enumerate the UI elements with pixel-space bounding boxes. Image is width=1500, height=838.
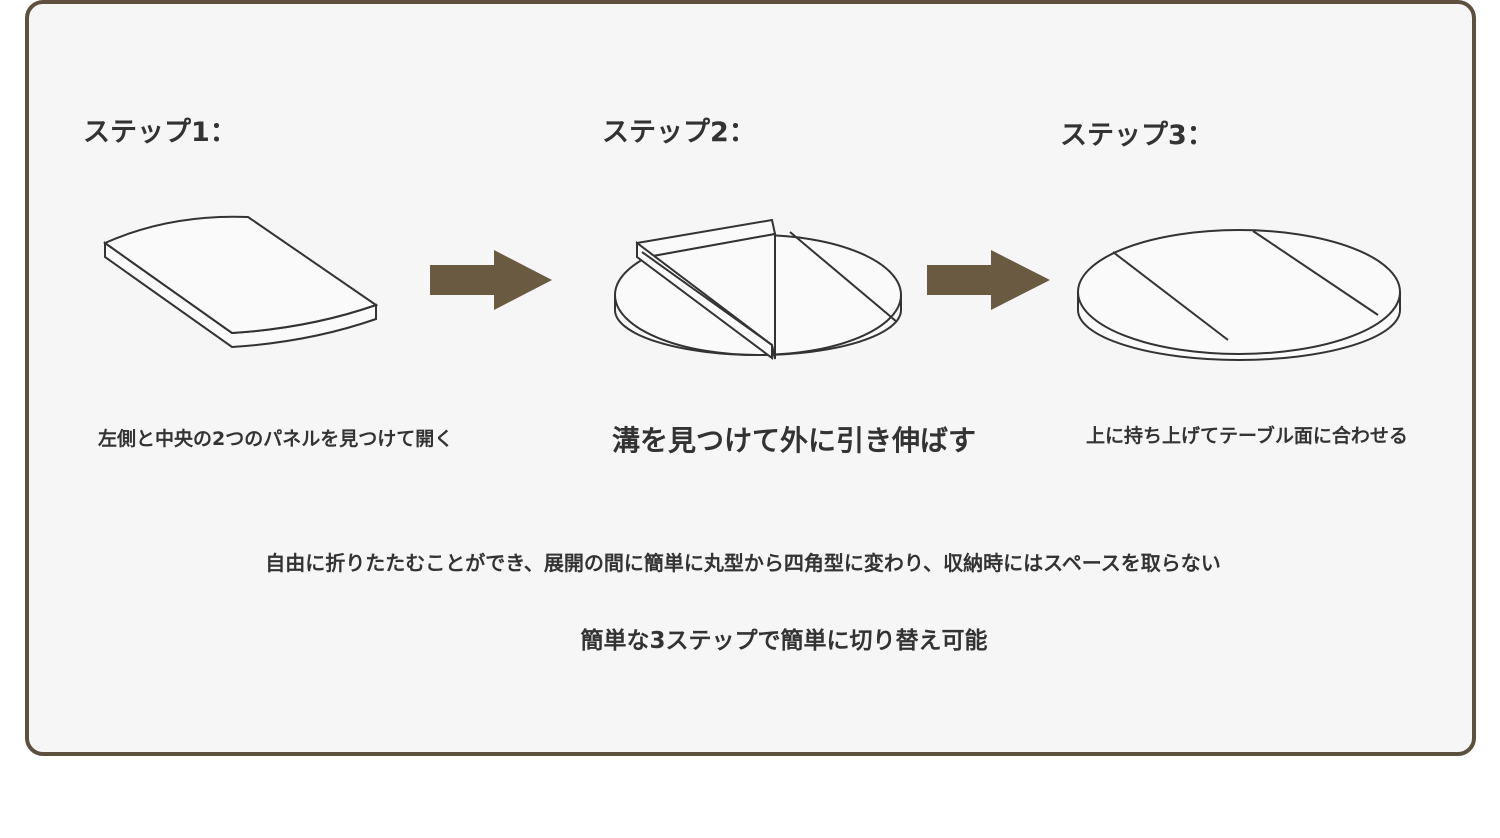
instruction-panel bbox=[25, 0, 1476, 756]
step1-folded-panel-illustration bbox=[102, 215, 379, 349]
step3-caption: 上に持ち上げてテーブル面に合わせる bbox=[1086, 425, 1408, 447]
step2-label: ステップ2： bbox=[602, 117, 756, 148]
tagline-text: 簡単な3ステップで簡単に切り替え可能 bbox=[580, 628, 988, 654]
description-text: 自由に折りたたむことができ、展開の間に簡単に丸型から四角型に変わり、収納時にはス… bbox=[265, 551, 1221, 575]
step3-label: ステップ3： bbox=[1060, 120, 1214, 151]
arrow-right-icon-2 bbox=[927, 250, 1050, 310]
step2-extending-panel-illustration bbox=[614, 218, 902, 360]
arrow-right-icon-1 bbox=[430, 250, 552, 310]
step3-round-table-illustration bbox=[1077, 229, 1401, 361]
step1-caption: 左側と中央の2つのパネルを見つけて開く bbox=[98, 428, 454, 450]
step2-caption: 溝を見つけて外に引き伸ばす bbox=[612, 424, 977, 457]
step1-label: ステップ1： bbox=[83, 117, 237, 148]
